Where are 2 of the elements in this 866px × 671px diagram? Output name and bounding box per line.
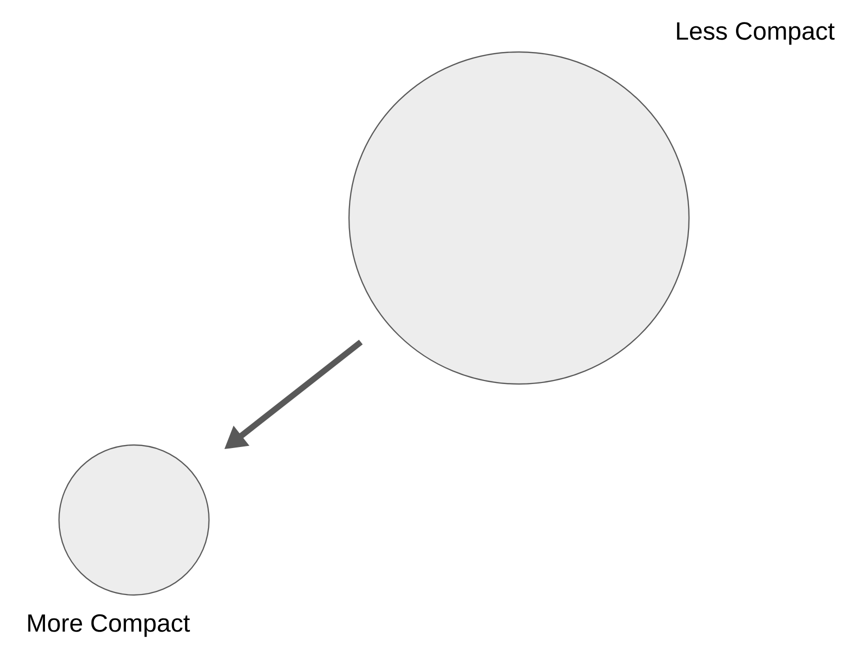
node-label: Less Compact <box>677 22 835 45</box>
node-label: More Compact <box>28 614 190 637</box>
